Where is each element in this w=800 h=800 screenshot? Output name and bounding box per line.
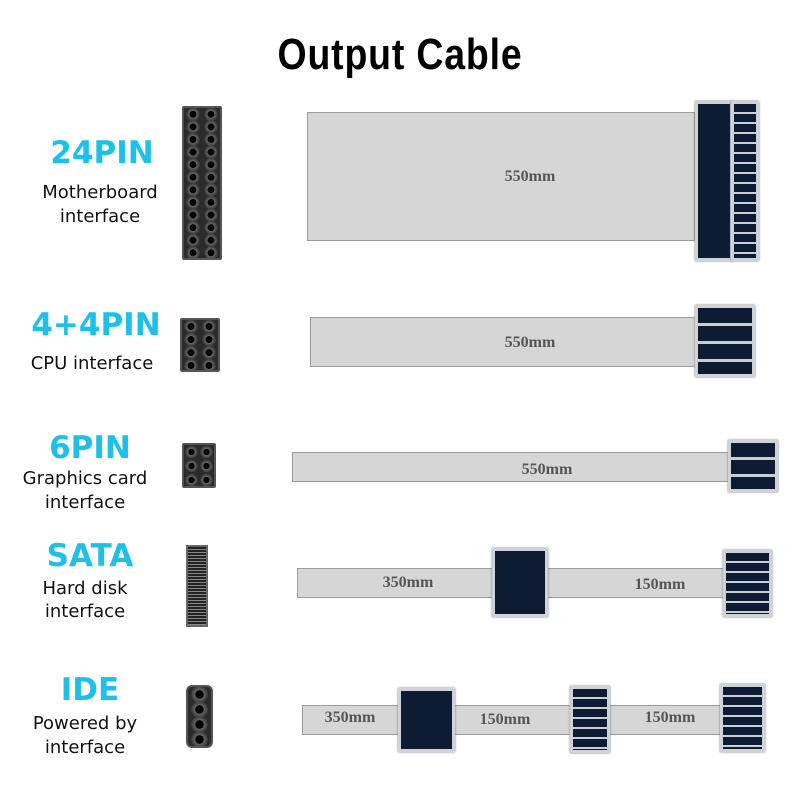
label-4-4pin: 4+4PIN [31, 307, 161, 343]
sata-length-2: 150mm [634, 576, 686, 593]
desc-sata-2: interface [44, 601, 126, 622]
24pin-plug-icon [695, 101, 733, 261]
desc-ide-2: interface [44, 737, 126, 758]
ide-plug-1-icon [398, 688, 455, 752]
desc-24pin-2: interface [59, 206, 141, 227]
sata-length-1: 350mm [382, 574, 434, 591]
label-6pin: 6PIN [49, 430, 131, 466]
4-4pin-cable [310, 317, 697, 367]
ide-plug-2-icon [570, 686, 610, 753]
6pin-connector-icon [182, 443, 216, 488]
ide-length-2: 150mm [479, 711, 531, 728]
24pin-connector-icon [182, 106, 222, 260]
ide-connector-icon [186, 685, 213, 748]
desc-ide-1: Powered by [32, 713, 138, 734]
6pin-length: 550mm [521, 461, 573, 478]
label-24pin: 24PIN [50, 135, 154, 171]
sata-connector-icon [186, 545, 208, 627]
ide-plug-3-icon [720, 684, 765, 752]
24pin-cable [307, 112, 695, 241]
page-title: Output Cable [277, 30, 523, 79]
label-ide: IDE [60, 672, 120, 708]
sata-end-plug-icon [723, 550, 772, 617]
24pin-plug-pins [731, 101, 759, 261]
6pin-plug-icon [728, 440, 778, 492]
desc-6pin-1: Graphics card [22, 468, 148, 489]
ide-length-3: 150mm [644, 709, 696, 726]
4-4pin-connector-icon [180, 318, 220, 372]
label-sata: SATA [46, 538, 134, 574]
4-4pin-length: 550mm [504, 334, 556, 351]
desc-6pin-2: interface [44, 492, 126, 513]
24pin-length: 550mm [504, 168, 556, 185]
6pin-cable [292, 452, 732, 482]
ide-length-1: 350mm [324, 709, 376, 726]
4-4pin-plug-icon [695, 305, 755, 377]
desc-24pin-1: Motherboard [42, 182, 158, 203]
desc-4-4pin: CPU interface [30, 353, 154, 374]
desc-sata-1: Hard disk [42, 578, 128, 599]
sata-mid-plug-icon [492, 548, 548, 617]
ide-cable [302, 705, 724, 735]
